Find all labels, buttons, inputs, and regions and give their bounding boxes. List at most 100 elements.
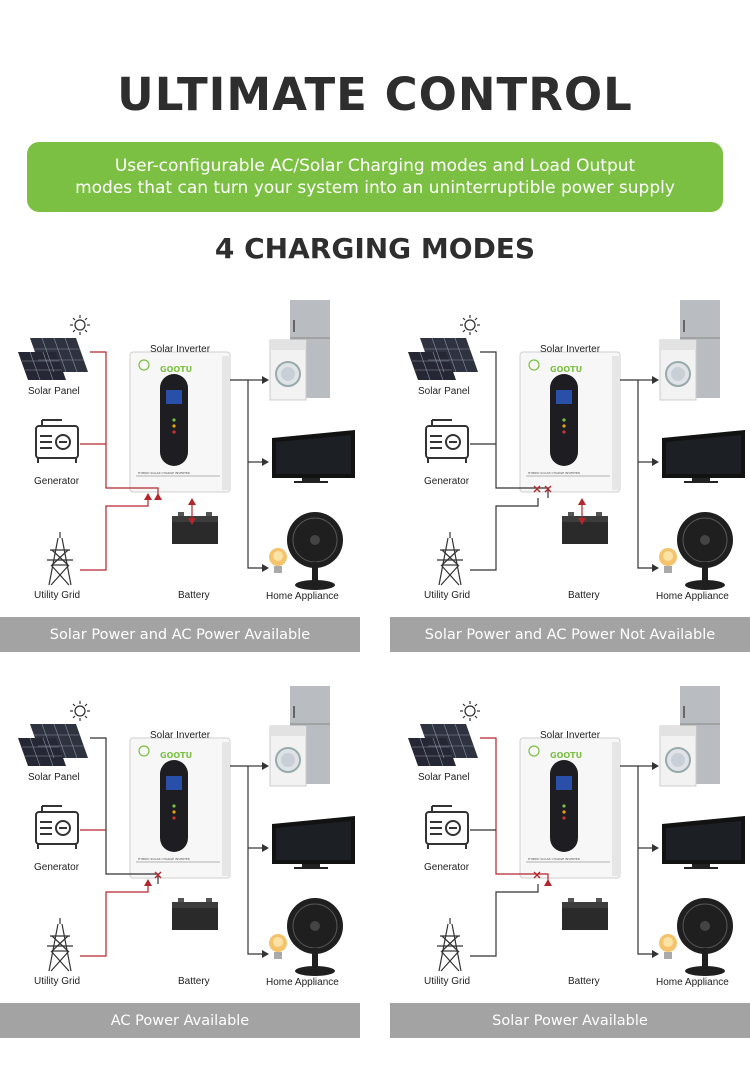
battery-icon <box>172 512 218 544</box>
page-title: ULTIMATE CONTROL <box>117 68 633 121</box>
lightbulb-icon <box>659 548 677 573</box>
fan-icon <box>677 898 733 976</box>
ac-arrow <box>144 493 152 500</box>
output-connection-line <box>620 379 652 569</box>
battery-label: Battery <box>178 976 210 987</box>
mode-caption: Solar Power and AC Power Not Available <box>390 617 750 652</box>
mode-diagram-svg: GOOTU HYBRID SOLAR CHARGE INVERTER <box>408 300 745 590</box>
mode-caption-text: Solar Power and AC Power Available <box>49 626 311 643</box>
inverter-icon <box>129 737 231 879</box>
utility-tower-icon <box>437 532 463 586</box>
tv-icon <box>272 816 355 869</box>
ac-disconnected-mark <box>533 485 541 493</box>
washing-machine-icon <box>269 725 307 787</box>
output-arrow-fridge <box>262 376 269 384</box>
solar-panel-label: Solar Panel <box>418 386 470 397</box>
generator-label: Generator <box>424 476 470 487</box>
mode-caption-text: Solar Power and AC Power Not Available <box>424 626 716 643</box>
inverter-model-text: HYBRID SOLAR CHARGE INVERTER <box>138 857 190 861</box>
solar-connection-line <box>480 737 549 884</box>
mode-diagram-3: GOOTU HYBRID SOLAR CHARGE INVERTER <box>0 676 360 1038</box>
sun-icon <box>70 315 90 335</box>
tv-icon <box>662 430 745 483</box>
mode-diagram-svg: GOOTU HYBRID SOLAR CHARGE INVERTER <box>408 686 745 976</box>
washing-machine-icon <box>659 339 697 401</box>
solar-inverter-label: Solar Inverter <box>540 730 601 741</box>
battery-icon <box>562 898 608 930</box>
mode-caption: Solar Power and AC Power Available <box>0 617 360 652</box>
banner-line-2: modes that can turn your system into an … <box>75 178 675 198</box>
tv-icon <box>272 430 355 483</box>
ac-connection-line <box>470 443 539 571</box>
lightbulb-icon <box>269 934 287 959</box>
brand-logo: GOOTU <box>160 751 192 760</box>
mode-diagram-svg: GOOTU HYBRID SOLAR CHARGE INVERTER <box>18 300 355 590</box>
generator-icon <box>425 419 469 463</box>
output-arrow-fridge <box>652 376 659 384</box>
solar-arrow <box>154 493 162 500</box>
solar-panel-icon <box>408 723 478 767</box>
output-connection-line <box>230 765 262 955</box>
battery-arrow-up <box>188 498 196 505</box>
output-arrow-tv <box>262 844 269 852</box>
utility-tower-icon <box>47 532 73 586</box>
mode-caption: Solar Power Available <box>390 1003 750 1038</box>
solar-panel-icon <box>18 723 88 767</box>
generator-icon <box>35 419 79 463</box>
utility-grid-label: Utility Grid <box>424 590 471 601</box>
washing-machine-icon <box>269 339 307 401</box>
mode-diagram-1: GOOTU HYBRID SOLAR CHARGE INVERTER <box>0 290 360 652</box>
solar-panel-label: Solar Panel <box>418 772 470 783</box>
battery-label: Battery <box>568 976 600 987</box>
output-arrow-tv <box>262 458 269 466</box>
feature-banner: User-configurable AC/Solar Charging mode… <box>27 142 723 212</box>
output-arrow-fan <box>262 950 269 958</box>
lightbulb-icon <box>659 934 677 959</box>
output-connection-line <box>620 765 652 955</box>
ac-connection-line <box>470 829 539 957</box>
home-appliance-label: Home Appliance <box>656 591 729 602</box>
utility-grid-label: Utility Grid <box>34 590 81 601</box>
utility-tower-icon <box>437 918 463 972</box>
generator-label: Generator <box>424 862 470 873</box>
lightbulb-icon <box>269 548 287 573</box>
solar-arrow <box>544 879 552 886</box>
output-connection-line <box>230 379 262 569</box>
ac-connection-line <box>80 443 149 571</box>
brand-logo: GOOTU <box>160 365 192 374</box>
generator-icon <box>35 805 79 849</box>
generator-label: Generator <box>34 862 80 873</box>
output-arrow-fridge <box>652 762 659 770</box>
sun-icon <box>460 315 480 335</box>
battery-arrow-up <box>578 498 586 505</box>
washing-machine-icon <box>659 725 697 787</box>
fan-icon <box>677 512 733 590</box>
output-arrow-tv <box>652 458 659 466</box>
battery-label: Battery <box>178 590 210 601</box>
output-arrow-fan <box>262 564 269 572</box>
ac-disconnected-mark <box>533 871 541 879</box>
battery-arrow-down <box>188 518 196 525</box>
inverter-icon <box>129 351 231 493</box>
inverter-model-text: HYBRID SOLAR CHARGE INVERTER <box>528 471 580 475</box>
mode-diagram-2: GOOTU HYBRID SOLAR CHARGE INVERTER <box>390 290 750 652</box>
mode-diagram-svg: GOOTU HYBRID SOLAR CHARGE INVERTER <box>18 686 355 976</box>
solar-panel-label: Solar Panel <box>28 386 80 397</box>
solar-connection-line <box>90 351 159 498</box>
sun-icon <box>70 701 90 721</box>
solar-inverter-label: Solar Inverter <box>150 730 211 741</box>
utility-grid-label: Utility Grid <box>34 976 81 987</box>
brand-logo: GOOTU <box>550 751 582 760</box>
inverter-model-text: HYBRID SOLAR CHARGE INVERTER <box>138 471 190 475</box>
fan-icon <box>287 512 343 590</box>
solar-disconnected-mark <box>544 485 552 493</box>
inverter-icon <box>519 737 621 879</box>
inverter-icon <box>519 351 621 493</box>
battery-icon <box>562 512 608 544</box>
solar-connection-line <box>480 351 549 498</box>
brand-logo: GOOTU <box>550 365 582 374</box>
output-arrow-fridge <box>262 762 269 770</box>
output-arrow-fan <box>652 950 659 958</box>
fan-icon <box>287 898 343 976</box>
utility-tower-icon <box>47 918 73 972</box>
